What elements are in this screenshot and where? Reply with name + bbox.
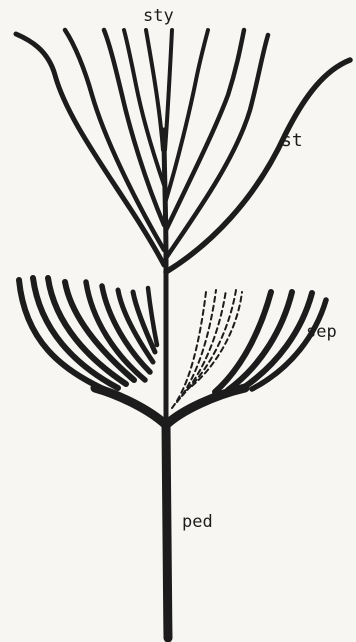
- pedicel-label: ped: [182, 514, 213, 531]
- sepal-label: sep: [306, 324, 337, 341]
- sepal-trunk-left: [95, 388, 166, 425]
- sepal-trace-dashed: [172, 292, 206, 408]
- sepal-trunk-right: [166, 388, 245, 425]
- style-strand: [165, 30, 172, 150]
- pedicel-stalk: [166, 425, 168, 638]
- style-label: sty: [143, 8, 174, 25]
- central-axis: [164, 130, 166, 425]
- stamen-label: st: [281, 132, 303, 150]
- stamen-trace: [16, 34, 164, 265]
